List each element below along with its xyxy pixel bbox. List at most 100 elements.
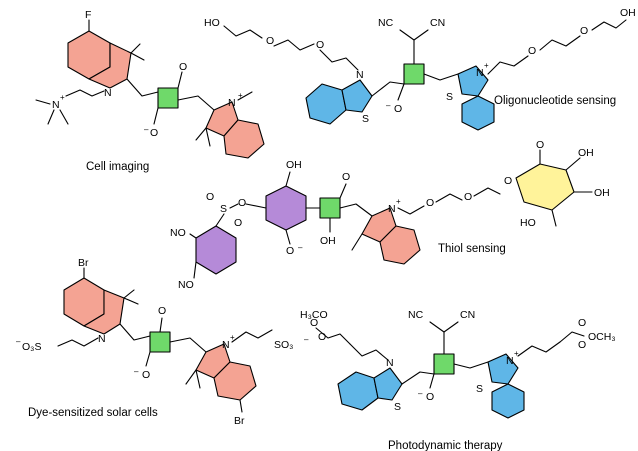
oligonucleotide-structure: N S O O HO NC CN O – N + S O O OH Oligon… [204,7,636,131]
svg-text:+: + [396,197,401,206]
svg-text:–: – [134,367,139,376]
svg-text:–: – [144,125,149,134]
dicyano-left-label: NC [378,17,394,29]
right-thiazole-ring [457,65,489,97]
methoxy-left-label: H₃CO [300,309,328,321]
dicyano-right-label: CN [430,17,445,29]
caption-cell-imaging: Cell imaging [86,161,149,173]
right-hydroxyl-label: OH [620,7,636,19]
svg-text:NO: NO [178,279,194,291]
left-thiazole-ring [341,79,373,113]
pdt-squaraine-core [433,353,455,375]
svg-text:N: N [386,357,394,369]
right-benzothiazole-nitrogen: N [476,67,484,79]
svg-text:O: O [286,245,294,257]
caption-pdt: Photodynamic therapy [388,440,503,451]
svg-text:O: O [394,103,402,115]
svg-text:O: O [504,175,512,187]
svg-text:–: – [418,389,423,398]
pdt-left-thiazole [373,367,403,401]
svg-text:O: O [310,317,318,329]
svg-text:O: O [578,339,586,351]
left-benzothiazole-benzo-ring [305,83,347,125]
sulfonate-right-label: SO₃ [274,339,293,351]
pdt-left-benzo [337,371,379,411]
pdt-structure: N S O O H₃CO NC CN O – N + S O O OCH₃ Ph… [300,309,616,451]
svg-text:HO: HO [520,217,536,229]
svg-text:O: O [142,369,150,381]
svg-text:–: – [16,337,21,346]
svg-text:S: S [220,203,227,215]
ammonium-nitrogen-label: N [52,99,60,111]
svg-text:S: S [476,383,483,395]
svg-text:O: O [158,305,166,317]
svg-text:+: + [514,349,519,358]
dinitrobenzene-ring [195,225,237,275]
solar-squaraine-core [149,331,171,353]
svg-text:O: O [266,35,274,47]
right-benzothiazole-sulfur: S [446,91,453,103]
oligo-squaraine-core [403,63,425,85]
pdt-nc-label: NC [408,309,424,321]
svg-text:O: O [426,391,434,403]
pdt-right-thiazole [487,353,519,385]
right-benzothiazole-benzo-ring [461,95,495,131]
svg-text:O: O [536,139,544,151]
svg-text:N: N [506,355,514,367]
squaraine-oxide-label: O [150,127,158,139]
caption-oligonucleotide: Oligonucleotide sensing [494,95,616,107]
solar-cell-structure: Br N O₃S – O O – N + SO₃ – Br Dye-sensit… [16,257,309,427]
svg-text:+: + [230,333,235,342]
svg-text:OH: OH [320,235,336,247]
svg-text:O: O [234,217,242,229]
svg-text:+: + [484,61,489,70]
resorcinol-ring [265,185,307,231]
svg-text:+: + [238,91,243,100]
svg-text:O: O [316,39,324,51]
cell-imaging-structure: F N N + O O – N + Cell imaging [35,9,265,173]
svg-text:N: N [388,203,396,215]
svg-text:N: N [222,339,230,351]
indolium-benzo-ring [223,119,265,159]
indole-nitrogen-label: N [104,87,112,99]
svg-text:S: S [394,401,401,413]
left-benzothiazole-sulfur: S [362,113,369,125]
pdt-right-benzo [491,383,525,419]
svg-text:O: O [578,317,586,329]
bromo-top-label: Br [78,257,89,269]
svg-text:–: – [304,335,309,344]
svg-text:O: O [238,197,246,209]
svg-text:O: O [206,191,214,203]
svg-text:–: – [386,101,391,110]
caption-solar: Dye-sensitized solar cells [28,407,158,419]
svg-text:O: O [528,45,536,57]
pdt-cn-label: CN [460,309,475,321]
svg-text:N: N [98,333,106,345]
thiol-squaraine-core [319,197,341,219]
svg-text:O: O [580,25,588,37]
indolium-nitrogen-label: N [228,97,236,109]
caption-thiol: Thiol sensing [438,243,506,255]
sugar-ring [515,163,575,211]
svg-text:O: O [426,197,434,209]
svg-text:OH: OH [286,159,302,171]
svg-text:OH: OH [578,147,594,159]
svg-text:NO: NO [170,227,186,239]
bromo-bottom-label: Br [234,415,245,427]
methoxy-right-label: OCH₃ [588,331,616,343]
squaraine-core [157,87,179,109]
svg-text:–: – [298,243,303,252]
fluoro-label: F [85,9,91,21]
thiol-sensing-structure: NO NO S O O O OH O – O OH N + O [170,139,610,291]
svg-text:O: O [342,171,350,183]
left-benzothiazole-nitrogen: N [356,69,364,81]
svg-text:+: + [60,93,65,102]
svg-text:O: O [464,191,472,203]
thiol-indolium-benzo [379,225,421,265]
sulfonate-left-label: O₃S [22,341,41,353]
left-hydroxyl-label: HO [204,17,220,29]
svg-text:O: O [318,331,326,343]
svg-text:OH: OH [594,187,610,199]
